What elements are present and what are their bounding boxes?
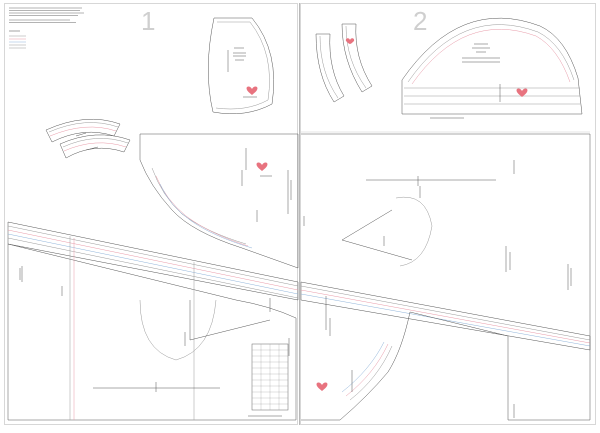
pattern-piece-fan [208,17,275,114]
page-number-1: 1 [141,6,155,36]
pattern-piece-curved-bands [315,23,373,103]
pattern-piece-waistband-long [7,221,591,351]
page-1-frame [4,3,298,425]
heart-logo-icon [345,38,355,44]
heart-logo-icon [316,382,328,391]
pattern-piece-band-left [45,119,131,159]
pattern-piece-front [7,236,297,421]
pattern-piece-back [301,133,591,421]
page-2-frame [300,3,596,425]
instruction-text-block [9,7,84,23]
size-chart-table [251,343,289,411]
pattern-piece-armhole [139,133,299,269]
pattern-piece-arch [401,17,583,119]
page-number-2: 2 [413,6,427,36]
size-legend [9,30,26,49]
heart-logo-icon [256,162,268,171]
heart-logo-icon [246,86,258,95]
heart-logo-icon [516,88,528,97]
